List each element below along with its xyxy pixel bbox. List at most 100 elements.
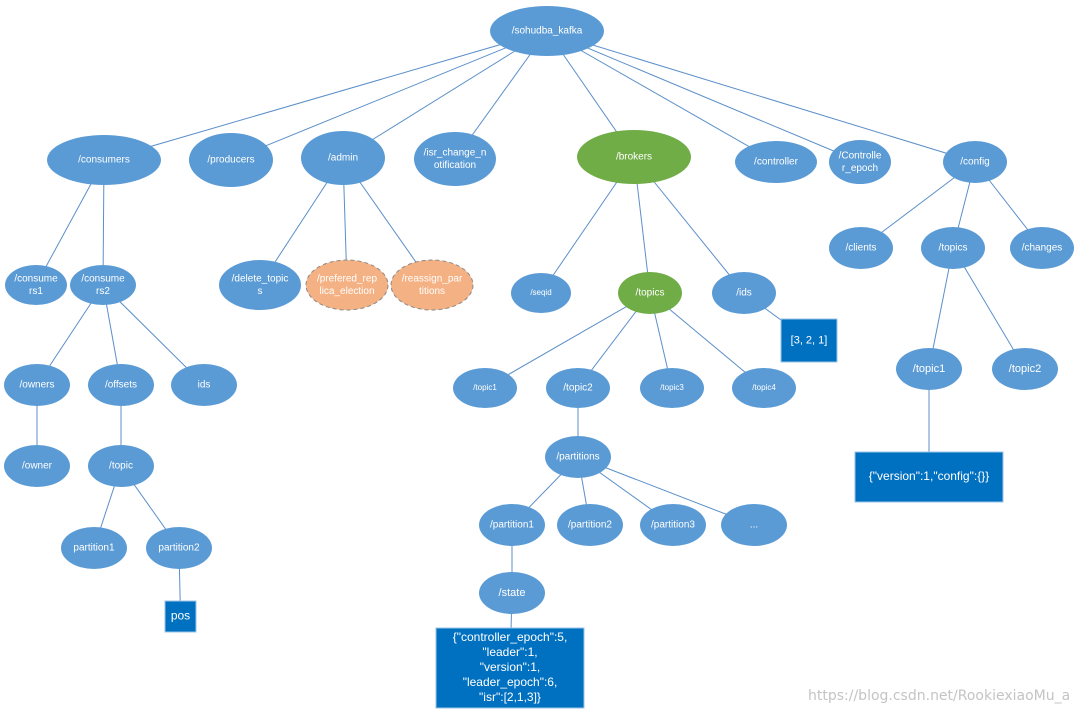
- node-bp3-label: /partition3: [651, 520, 695, 531]
- node-state-shape: [479, 572, 545, 614]
- node-brokers: /brokers: [577, 130, 691, 184]
- node-seqid: /seqid: [511, 273, 571, 313]
- edge-partitions-bpmore: [577, 456, 755, 526]
- node-c_topics-label: /topics: [939, 243, 968, 254]
- box-ids_value-shape: [780, 318, 838, 363]
- box-ids_value: [3, 2, 1]: [780, 318, 838, 363]
- node-admin: /admin: [301, 131, 385, 185]
- node-offsets-shape: [88, 364, 154, 406]
- node-topic-label: /topic: [109, 461, 133, 472]
- node-topic3: /topic3: [640, 368, 704, 408]
- node-ctopic2-shape: [992, 348, 1058, 390]
- node-owners: /owners: [4, 364, 70, 406]
- box-ids_value-label: [3, 2, 1]: [791, 334, 828, 346]
- node-state-label: /state: [499, 587, 526, 599]
- node-state: /state: [479, 572, 545, 614]
- node-topic4-label: /topic4: [752, 383, 776, 392]
- node-controller_epoch-shape: [829, 140, 891, 184]
- node-ids2-shape: [171, 364, 237, 406]
- node-topic2-shape: [546, 368, 610, 408]
- node-bp1-label: /partition1: [490, 520, 534, 531]
- node-producers-label: /producers: [207, 155, 254, 166]
- box-pos_value-label: pos: [171, 609, 190, 623]
- edge-root-config: [546, 30, 976, 163]
- node-admin-shape: [301, 131, 385, 185]
- node-bp2: /partition2: [557, 504, 623, 546]
- node-consumers1-label: rs1: [29, 286, 43, 297]
- node-consumers2-label: /consume: [81, 273, 125, 284]
- node-clients-label: /clients: [845, 243, 876, 254]
- node-brokers-shape: [577, 130, 691, 184]
- edge-c_topics-ctopic2: [952, 247, 1026, 370]
- node-delete_topics-label: s: [258, 286, 263, 297]
- node-offsets: /offsets: [88, 364, 154, 406]
- node-consumers-label: /consumers: [78, 155, 130, 166]
- tree-edges: [35, 30, 1043, 669]
- node-controller-shape: [735, 141, 817, 183]
- node-config-shape: [943, 141, 1007, 183]
- node-reassign-label: /reassign_par: [402, 273, 463, 284]
- tree-nodes: /sohudba_kafka/consumers/producers/admin…: [4, 6, 1074, 614]
- node-delete_topics-shape: [219, 260, 301, 310]
- node-topic1: /topic1: [453, 368, 517, 408]
- node-reassign-label: titions: [419, 286, 445, 297]
- node-root: /sohudba_kafka: [490, 6, 604, 56]
- node-clients: /clients: [829, 227, 893, 269]
- node-partition1a: partition1: [61, 527, 127, 569]
- node-bp3: /partition3: [640, 504, 706, 546]
- box-state_value-shape: [435, 627, 585, 709]
- node-c_topics: /topics: [921, 227, 985, 269]
- node-ctopic1-shape: [896, 348, 962, 390]
- node-owners-label: /owners: [19, 380, 54, 391]
- node-b_topics: /topics: [618, 272, 682, 314]
- node-seqid-label: /seqid: [530, 288, 551, 297]
- node-bp1-shape: [479, 504, 545, 546]
- box-pos_value: pos: [164, 600, 197, 633]
- node-offsets-label: /offsets: [105, 380, 137, 391]
- node-prefered-label: /prefered_rep: [317, 273, 377, 284]
- box-pos_value-shape: [164, 600, 197, 633]
- box-topic_config_value-label: {"version":1,"config":{}}: [869, 469, 989, 483]
- node-delete_topics: /delete_topics: [219, 260, 301, 310]
- node-owner: /owner: [4, 445, 70, 487]
- node-brokers-label: /brokers: [616, 152, 652, 163]
- node-bp2-label: /partition2: [568, 520, 612, 531]
- node-isr_change-shape: [414, 132, 496, 186]
- node-reassign: /reassign_partitions: [390, 259, 474, 311]
- node-partitions: /partitions: [545, 436, 611, 478]
- node-prefered-label: lica_election: [319, 286, 374, 297]
- node-partition1a-shape: [61, 527, 127, 569]
- node-reassign-shape: [390, 259, 474, 311]
- node-controller_epoch-label: r_epoch: [842, 163, 878, 174]
- node-topic4-shape: [732, 368, 796, 408]
- node-controller: /controller: [735, 141, 817, 183]
- node-b_topics-shape: [618, 272, 682, 314]
- node-partitions-shape: [545, 436, 611, 478]
- node-consumers-shape: [47, 135, 161, 185]
- box-state_value-label: "version":1,: [480, 660, 541, 674]
- node-topic3-shape: [640, 368, 704, 408]
- node-config: /config: [943, 141, 1007, 183]
- node-owner-label: /owner: [22, 461, 53, 472]
- node-bp2-shape: [557, 504, 623, 546]
- box-topic_config_value: {"version":1,"config":{}}: [854, 451, 1004, 503]
- node-admin-label: /admin: [328, 153, 358, 164]
- node-isr_change-label: otification: [434, 160, 476, 171]
- node-clients-shape: [829, 227, 893, 269]
- node-bpmore-label: ...: [750, 520, 758, 531]
- node-ids2: ids: [171, 364, 237, 406]
- node-prefered: /prefered_rep lica_election: [305, 259, 389, 311]
- node-owner-shape: [4, 445, 70, 487]
- node-changes-shape: [1010, 227, 1074, 269]
- node-owners-shape: [4, 364, 70, 406]
- node-isr_change-label: /isr_change_n: [424, 147, 487, 158]
- node-b_topics-label: /topics: [636, 288, 665, 299]
- node-partition2a-label: partition2: [158, 543, 200, 554]
- node-config-label: /config: [960, 157, 989, 168]
- node-root-label: /sohudba_kafka: [512, 26, 583, 37]
- node-consumers: /consumers: [47, 135, 161, 185]
- node-root-shape: [490, 6, 604, 56]
- edge-root-consumers: [103, 30, 548, 161]
- node-topic3-label: /topic3: [660, 383, 684, 392]
